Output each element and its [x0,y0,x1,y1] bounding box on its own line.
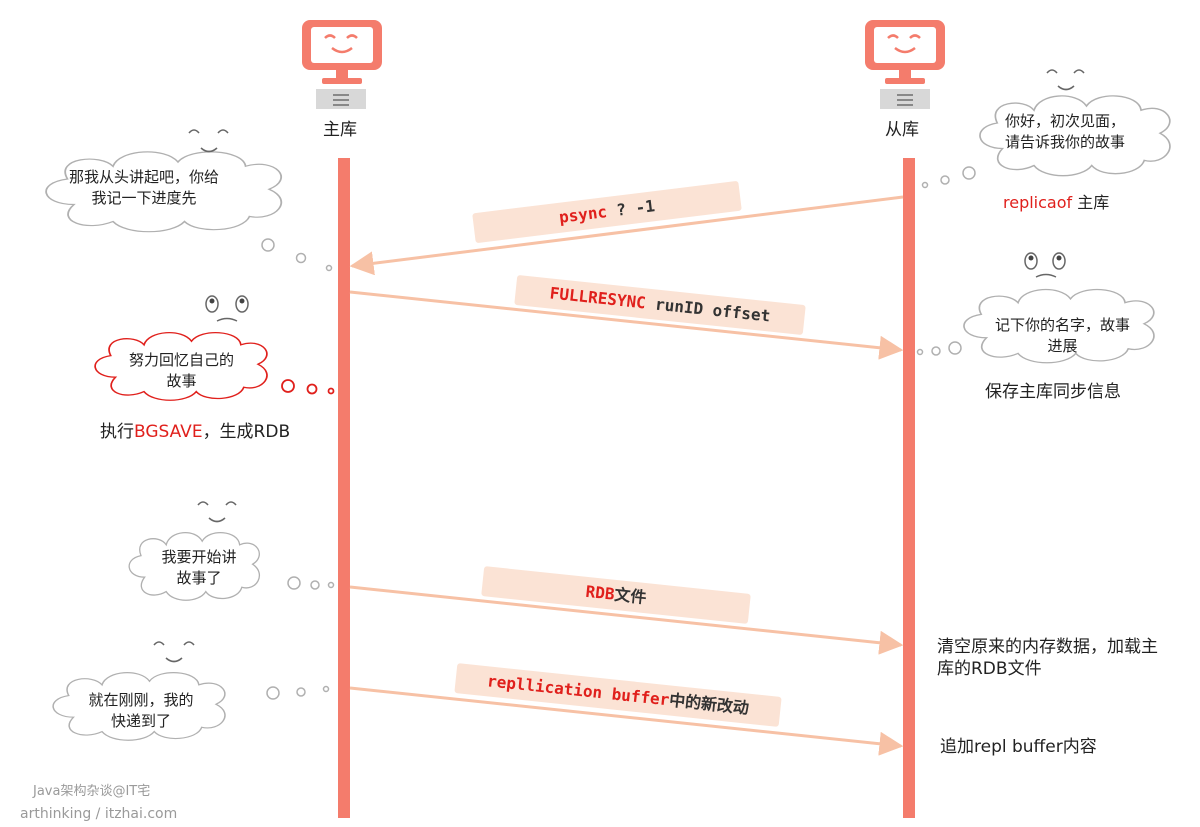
replicaof-label: replicaof 主库 [1003,192,1109,214]
replica-lifeline [903,158,915,818]
watermark-line1: Java架构杂谈@IT宅 [33,784,151,799]
replica-note-text: 记下你的名字，故事进展 [995,316,1131,355]
replica-monitor-icon [865,20,945,84]
clear-load-label: 清空原来的内存数据，加载主库的RDB文件 [937,637,1158,679]
fullresync-arrow [349,290,904,360]
master-begin-text: 我要开始讲故事了 [161,548,237,587]
replicaof-target: 主库 [1072,193,1110,212]
master-label: 主库 [323,120,357,140]
recall-thought-dots [281,379,335,395]
psync-args: ? -1 [605,196,656,221]
smiley-face-icon [153,69,1085,663]
fullresync-cmd: FULLRESYNC [548,283,647,313]
replicaof-cmd: replicaof [1003,193,1073,212]
replica-label: 从库 [885,120,919,140]
bgsave-label: 执行BGSAVE，生成RDB [100,421,290,443]
master-monitor-icon [302,20,382,84]
master-start-text: 那我从头讲起吧，你给我记一下进度先 [68,168,219,207]
replica-server-icon [880,89,930,109]
psync-arrow [349,195,904,276]
master-lifeline [338,158,350,818]
thought-dots [261,166,976,700]
repl-buffer-arrow [349,686,904,756]
bgsave-suffix: ，生成RDB [202,422,291,442]
worried-face-icon [205,252,1066,322]
master-server-icon [316,89,366,109]
append-buffer-label: 追加repl buffer内容 [940,737,1097,757]
rdb-arrow [349,585,904,655]
bgsave-prefix: 执行 [100,422,134,442]
save-info-label: 保存主库同步信息 [985,382,1121,402]
replica-hello-text: 你好，初次见面，请告诉我你的故事 [1005,112,1126,151]
rdb-suffix: 文件 [613,584,648,608]
watermark-line2: arthinking / itzhai.com [20,806,178,822]
rdb-cmd: RDB [584,581,616,604]
repl-buffer-suffix: 中的新改动 [668,690,750,718]
master-recall-text: 努力回忆自己的故事 [128,351,234,390]
master-delivery-text: 就在刚刚，我的快递到了 [88,691,194,730]
bgsave-cmd: BGSAVE [134,422,203,442]
psync-cmd: psync [557,202,609,227]
